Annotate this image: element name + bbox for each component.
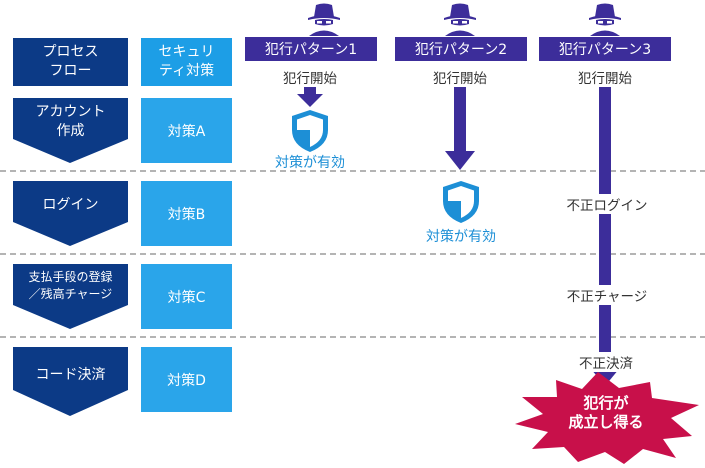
- measure-box: 対策A: [141, 98, 232, 163]
- hacker-icon: [589, 3, 621, 36]
- process-step-label: コード決済: [35, 366, 106, 383]
- pattern3-arrow: [591, 87, 619, 386]
- process-step-label: 支払手段の登録 ／残高チャージ: [28, 270, 113, 301]
- shield-check-icon: [292, 110, 328, 152]
- measure-box: 対策D: [141, 347, 232, 412]
- attack-start-label: 犯行開始: [281, 67, 339, 87]
- crime-success-label: 犯行が 成立し得る: [568, 394, 644, 431]
- security-measures-header: セキュリ ティ対策: [141, 38, 232, 86]
- result-burst: [515, 372, 699, 464]
- hacker-icon: [444, 3, 476, 36]
- process-flow-header: プロセス フロー: [13, 38, 128, 86]
- process-step-shape: [13, 264, 128, 329]
- fraud-step-label: 不正決済: [577, 352, 635, 372]
- process-step-label: アカウント 作成: [35, 104, 106, 139]
- fraud-step-label: 不正チャージ: [564, 285, 650, 305]
- process-step-shape: [13, 181, 128, 246]
- process-step-shape: [13, 98, 128, 163]
- process-step-label: ログイン: [42, 196, 99, 213]
- pattern-header: 犯行パターン2: [395, 37, 527, 61]
- pattern2-arrow: [445, 87, 475, 170]
- measure-effective-label: 対策が有効: [426, 229, 496, 245]
- measure-box: 対策C: [141, 264, 232, 329]
- pattern-header: 犯行パターン3: [539, 37, 671, 61]
- process-step-shape: [13, 347, 128, 416]
- measure-box: 対策B: [141, 181, 232, 246]
- pattern-header: 犯行パターン1: [245, 37, 377, 61]
- attack-start-label: 犯行開始: [576, 67, 634, 87]
- fraud-step-label: 不正ログイン: [564, 194, 650, 214]
- shield-check-icon: [443, 181, 479, 223]
- measure-effective-label: 対策が有効: [275, 155, 345, 171]
- attack-start-label: 犯行開始: [431, 67, 489, 87]
- pattern1-arrow: [297, 87, 323, 107]
- hacker-icon: [308, 3, 340, 36]
